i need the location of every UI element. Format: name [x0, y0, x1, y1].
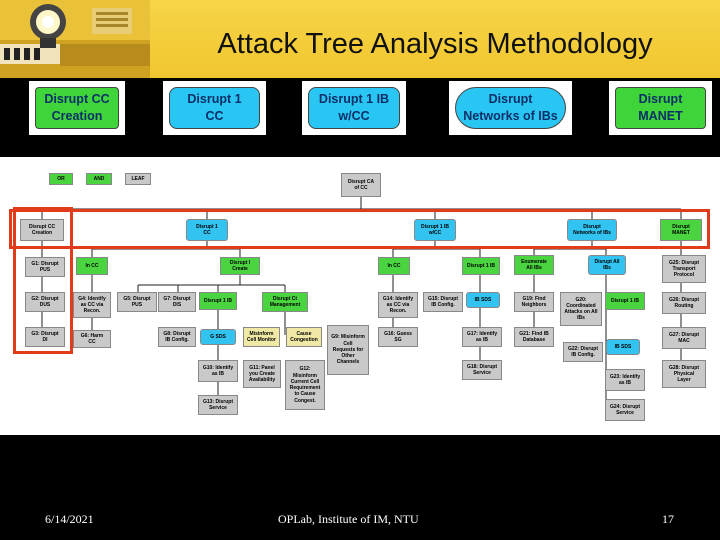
- top-box-disrupt-1-ib: Disrupt 1 IB w/CC: [302, 81, 406, 135]
- node-disrupt-i-create: Disrupt I Create: [220, 257, 260, 275]
- highlight-row: [9, 209, 710, 249]
- leaf-g4: G4: Identify as CC via Recon.: [73, 292, 111, 318]
- slide-title: Attack Tree Analysis Methodology: [217, 28, 653, 60]
- node-ib-sds-a: IB SDS: [466, 292, 500, 308]
- leaf-g1: G1: Disrupt PUS: [25, 257, 65, 277]
- l1-disrupt-1-cc: Disrupt 1 CC: [186, 219, 228, 241]
- node-disrupt-1-ib-c: Disrupt 1 IB: [605, 292, 645, 310]
- node-disrupt-ct-mgmt: Disrupt Ct Management: [262, 292, 308, 312]
- legend-leaf: LEAF: [125, 173, 151, 185]
- top-box-label: Disrupt MANET: [615, 87, 706, 129]
- top-box-disrupt-1-cc: Disrupt 1 CC: [163, 81, 266, 135]
- top-box-label: Disrupt Networks of IBs: [455, 87, 566, 129]
- slide-header: Attack Tree Analysis Methodology: [0, 0, 720, 78]
- l1-disrupt-manet: Disrupt MANET: [660, 219, 702, 241]
- top-box-label: Disrupt CC Creation: [35, 87, 119, 129]
- leaf-g23: G23: Identify as IB: [605, 369, 645, 391]
- top-box-label: Disrupt 1 IB w/CC: [308, 87, 400, 129]
- top-box-disrupt-networks: Disrupt Networks of IBs: [449, 81, 572, 135]
- leaf-g24: G24: Disrupt Service: [605, 399, 645, 421]
- leaf-g16: G16: Guess SG: [378, 327, 418, 347]
- top-box-disrupt-manet: Disrupt MANET: [609, 81, 712, 135]
- node-in-cc-1: In CC: [76, 257, 108, 275]
- legend-and: AND: [86, 173, 112, 185]
- node-misinform-monitor: Misinform Cell Monitor: [243, 327, 280, 347]
- node-disrupt-1-ib-a: Disrupt 1 IB: [199, 292, 237, 310]
- node-disrupt-all-ibs: Disrupt All IBs: [588, 255, 626, 275]
- leaf-g26: G26: Disrupt Routing: [662, 292, 706, 314]
- node-disrupt-1-ib-b: Disrupt 1 IB: [462, 257, 500, 275]
- highlight-column: [13, 207, 73, 354]
- leaf-g14: G14: Identify as CC via Recon.: [378, 292, 418, 318]
- leaf-g6: G6: Harm CC: [73, 330, 111, 348]
- leaf-g13: G13: Disrupt Service: [198, 395, 238, 415]
- node-enumerate-ibs: Enumerate All IBs: [514, 255, 554, 275]
- legend-or: OR: [49, 173, 73, 185]
- leaf-g2: G2: Disrupt DUS: [25, 292, 65, 312]
- leaf-g17: G17: Identify as IB: [462, 327, 502, 347]
- l1-disrupt-cc-creation: Disrupt CC Creation: [20, 219, 64, 241]
- tree-root: Disrupt CA of CC: [341, 173, 381, 197]
- leaf-g21: G21: Find IB Database: [514, 327, 554, 347]
- top-box-disrupt-cc-creation: Disrupt CC Creation: [29, 81, 125, 135]
- leaf-g12: G12: Misinform Current Cell Requirement …: [285, 360, 325, 410]
- node-g-sds: G SDS: [200, 329, 236, 345]
- leaf-g8: G8: Disrupt IB Config.: [158, 327, 196, 347]
- leaf-g7: G7: Disrupt DIS: [158, 292, 196, 312]
- attack-tree-diagram: OR AND LEAF Disrupt CA of CC Disrupt CC …: [0, 157, 720, 435]
- leaf-g19: G19: Find Neighbors: [514, 292, 554, 312]
- node-ib-sds-b: IB SDS: [606, 339, 640, 355]
- leaf-g15: G15: Disrupt IB Config.: [423, 292, 463, 312]
- leaf-g27: G27: Disrupt MAC: [662, 327, 706, 349]
- footer-date: 6/14/2021: [45, 512, 94, 526]
- leaf-g25: G25: Disrupt Transport Protocol: [662, 255, 706, 283]
- l1-disrupt-1-ib: Disrupt 1 IB w/CC: [414, 219, 456, 241]
- top-box-label: Disrupt 1 CC: [169, 87, 260, 129]
- leaf-g11: G11: Panel you Create Availability: [243, 360, 281, 388]
- leaf-g5: G5: Disrupt PUS: [117, 292, 157, 312]
- node-in-cc-2: In CC: [378, 257, 410, 275]
- leaf-g22: G22: Disrupt IB Config.: [563, 342, 603, 362]
- footer-center: OPLab, Institute of IM, NTU: [278, 512, 419, 526]
- node-cause-congestion: Cause Congestion: [286, 327, 322, 347]
- leaf-g18: G18: Disrupt Service: [462, 360, 502, 380]
- leaf-g20: G20: Coordinated Attacks on All IBs: [560, 292, 602, 326]
- leaf-g10: G10: Identify as IB: [198, 360, 238, 382]
- footer-page-number: 17: [662, 512, 674, 526]
- leaf-g9: G9: Misinform Cell Requests for Other Ch…: [327, 325, 369, 375]
- leaf-g3: G3: Disrupt DI: [25, 327, 65, 347]
- spotlight-logo: [0, 0, 150, 78]
- leaf-g28: G28: Disrupt Physical Layer: [662, 360, 706, 388]
- l1-disrupt-networks: Disrupt Networks of IBs: [567, 219, 617, 241]
